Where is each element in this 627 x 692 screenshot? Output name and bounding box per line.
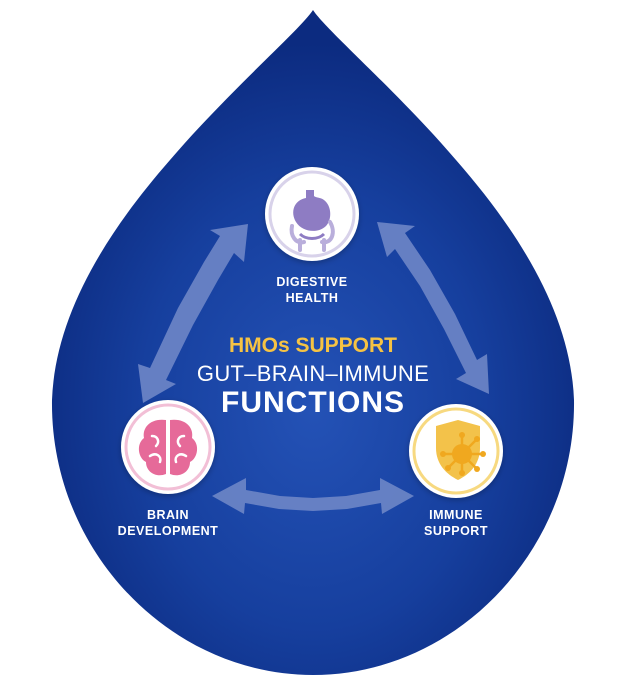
stomach-icon xyxy=(289,190,335,252)
node-digestive[interactable] xyxy=(265,167,359,261)
water-drop-shape xyxy=(51,10,575,675)
immune-label-line2: SUPPORT xyxy=(424,524,488,538)
center-title-gut-brain-immune: GUT–BRAIN–IMMUNE xyxy=(197,361,429,386)
brain-label-line2: DEVELOPMENT xyxy=(118,524,219,538)
arrow-brain-digestive xyxy=(138,224,248,403)
shield-virus-icon xyxy=(436,420,486,480)
brain-ring xyxy=(124,403,212,491)
node-immune[interactable] xyxy=(409,404,503,498)
immune-label-line1: IMMUNE xyxy=(429,508,483,522)
digestive-ring xyxy=(268,170,356,258)
digestive-label-line2: HEALTH xyxy=(286,291,339,305)
center-title-functions: FUNCTIONS xyxy=(221,386,405,419)
digestive-label-line1: DIGESTIVE xyxy=(276,275,347,289)
center-title-hmos-support: HMOs SUPPORT xyxy=(229,334,397,357)
arrow-brain-immune xyxy=(212,478,414,514)
node-brain[interactable] xyxy=(121,400,215,494)
brain-icon xyxy=(138,419,198,476)
arrow-digestive-immune xyxy=(377,222,489,394)
immune-ring xyxy=(412,407,500,495)
brain-label-line1: BRAIN xyxy=(147,508,189,522)
